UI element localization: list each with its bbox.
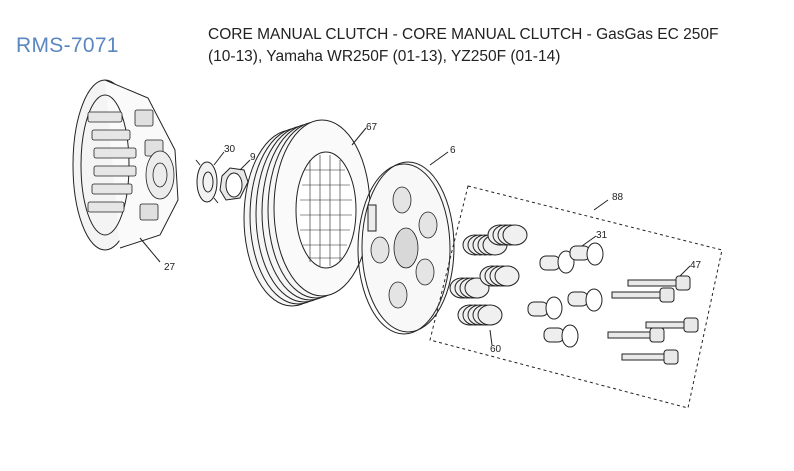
spring-retainers-part <box>527 235 604 348</box>
springs-part <box>449 224 528 346</box>
callout-47: 47 <box>690 260 702 271</box>
title-line-1: CORE MANUAL CLUTCH - CORE MANUAL CLUTCH … <box>208 26 719 43</box>
part-code: RMS-7071 <box>16 34 119 57</box>
callout-30: 30 <box>224 144 236 155</box>
callout-60: 60 <box>490 344 502 355</box>
hardware-kit-outline <box>429 185 723 409</box>
callout-27: 27 <box>164 262 176 273</box>
clutch-nut-part <box>219 159 251 201</box>
plate-pack-part <box>243 119 371 307</box>
callout-67: 67 <box>366 122 378 133</box>
pressure-plate-part <box>357 151 455 335</box>
callout-88: 88 <box>612 192 624 203</box>
callout-9: 9 <box>250 152 256 163</box>
bolts-part <box>607 265 699 365</box>
callout-31: 31 <box>596 230 608 241</box>
clutch-basket-part <box>72 79 179 263</box>
diagram-title: CORE MANUAL CLUTCH - CORE MANUAL CLUTCH … <box>208 24 768 68</box>
title-line-2: (10-13), Yamaha WR250F (01-13), YZ250F (… <box>208 48 561 65</box>
lock-washer-part <box>195 151 225 204</box>
callout-6: 6 <box>450 145 456 156</box>
